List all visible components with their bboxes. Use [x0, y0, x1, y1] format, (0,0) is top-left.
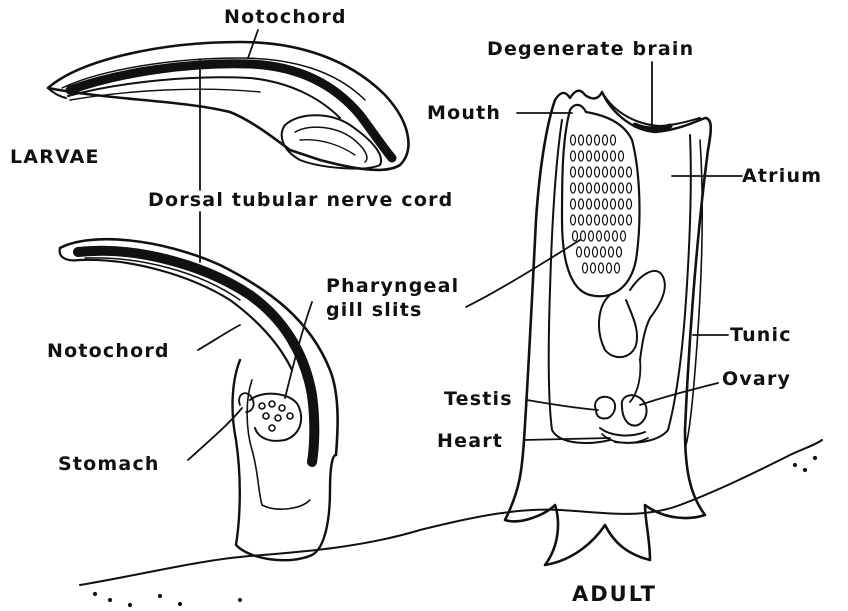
label-pharyngeal-gill-slits: Pharyngeal gill slits: [326, 277, 459, 321]
label-tunic: Tunic: [730, 326, 792, 345]
label-ovary: Ovary: [722, 370, 791, 389]
label-pharyngeal-line1: Pharyngeal: [326, 277, 459, 297]
label-larvae: LARVAE: [10, 148, 100, 167]
label-notochord-lower: Notochord: [47, 342, 170, 361]
label-degenerate-brain: Degenerate brain: [487, 40, 694, 59]
label-testis: Testis: [444, 390, 513, 409]
label-dorsal-nerve-cord: Dorsal tubular nerve cord: [148, 191, 453, 210]
gill-slit-pattern: [571, 135, 632, 273]
label-adult: ADULT: [572, 584, 657, 605]
larva-top: [48, 42, 408, 170]
label-pharyngeal-line2: gill slits: [326, 301, 459, 321]
ground-surface: [80, 440, 822, 606]
label-heart: Heart: [437, 432, 503, 451]
label-stomach: Stomach: [58, 455, 160, 474]
label-atrium: Atrium: [742, 167, 822, 186]
larva-metamorphosing: [60, 239, 338, 560]
label-mouth: Mouth: [427, 104, 501, 123]
label-notochord-larva: Notochord: [224, 8, 347, 27]
adult-tunicate: [505, 91, 711, 565]
